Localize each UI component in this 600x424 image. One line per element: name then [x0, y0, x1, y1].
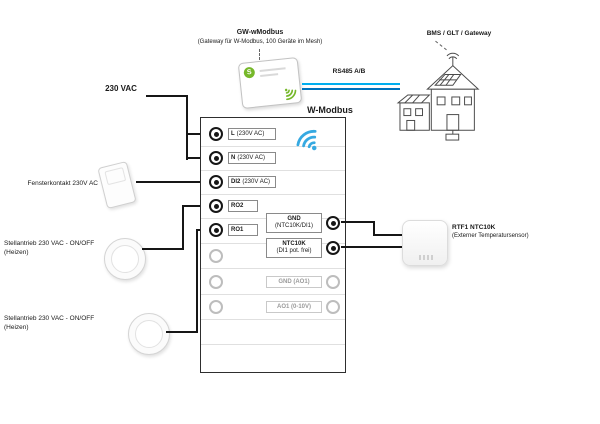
actuator1-sublabel: (Heizen): [4, 249, 29, 256]
terminal-unused: [209, 249, 223, 263]
rs485-line-a: [302, 83, 400, 85]
terminal-label-RO2: RO2: [228, 200, 258, 212]
terminal-RO2: [209, 199, 223, 213]
terminal-RO1: [209, 223, 223, 237]
device-face: [111, 245, 139, 273]
wire-to-DI2: [136, 181, 210, 183]
actuator2-device: [128, 313, 170, 355]
terminal-label-L: L(230V AC): [228, 128, 276, 140]
wire-actuator2: [196, 230, 198, 333]
terminal-N: [209, 151, 223, 165]
actuator1-label: Stellantrieb 230 VAC - ON/OFF: [4, 240, 95, 247]
terminal-label-N: N(230V AC): [228, 152, 276, 164]
terminal-label-DI2: DI2(230V AC): [228, 176, 276, 188]
window-contact-device: [97, 160, 137, 210]
terminal-DI2: [209, 175, 223, 189]
row-divider: [201, 319, 345, 320]
terminal-L: [209, 127, 223, 141]
bms-label: BMS / GLT / Gateway: [426, 30, 492, 37]
terminal-unused: [209, 275, 223, 289]
supply-label: 230 VAC: [105, 84, 137, 93]
wifi-icon: [286, 118, 331, 163]
wire-to-N: [186, 157, 212, 159]
temp-sensor-device: [402, 220, 448, 266]
device-face: [104, 167, 127, 186]
device-print-line: [259, 67, 286, 73]
gateway-device: S: [237, 56, 303, 110]
window-contact-label: Fensterkontakt 230V AC: [27, 180, 98, 187]
row-divider: [201, 294, 345, 295]
wire-to-RO2: [182, 205, 212, 207]
rf-signal-icon: [278, 81, 303, 106]
wire-gnd-sensor: [373, 221, 375, 236]
wire-actuator1: [182, 206, 184, 250]
device-face: [135, 320, 163, 348]
vent-slot: [431, 255, 433, 260]
wire-actuator2: [166, 331, 198, 333]
actuator1-device: [104, 238, 146, 280]
terminal-GND: [326, 216, 340, 230]
wire-gnd-sensor: [373, 234, 403, 236]
wire-to-L: [186, 133, 212, 135]
terminal-label-GND: GND(NTC10K/DI1): [266, 213, 322, 233]
row-divider: [201, 194, 345, 195]
terminal-label-GND-AO1: GND (AO1): [266, 276, 322, 288]
supply-wire: [186, 95, 188, 160]
wire-gnd-sensor: [341, 221, 375, 223]
row-divider: [201, 146, 345, 147]
row-divider: [201, 170, 345, 171]
vent-slot: [427, 255, 429, 260]
supply-wire: [146, 95, 188, 97]
terminal-label-RO1: RO1: [228, 224, 258, 236]
actuator2-label: Stellantrieb 230 VAC - ON/OFF: [4, 315, 95, 322]
temp-sensor-title: RTF1 NTC10K: [452, 224, 496, 231]
bms-pointer-line: [435, 40, 447, 51]
row-divider: [201, 268, 345, 269]
row-divider: [201, 344, 345, 345]
wire-ntc-sensor: [341, 246, 403, 248]
terminal-AO1: [326, 300, 340, 314]
gateway-pointer-line: [259, 49, 260, 60]
brand-logo: S: [243, 66, 256, 79]
wmodbus-label: W-Modbus: [307, 105, 353, 115]
actuator2-sublabel: (Heizen): [4, 324, 29, 331]
vent-slot: [423, 255, 425, 260]
terminal-label-AO1: AO1 (0-10V): [266, 301, 322, 313]
gateway-subtitle: (Gateway für W-Modbus, 100 Geräte im Mes…: [197, 39, 323, 45]
rs485-line-b: [302, 88, 400, 90]
temp-sensor-subtitle: (Externer Temperatursensor): [452, 233, 529, 239]
rs485-label: RS485 A/B: [332, 68, 366, 75]
terminal-NTC10K: [326, 241, 340, 255]
building-icon: [392, 50, 498, 142]
wire-actuator1: [142, 248, 184, 250]
terminal-unused: [209, 300, 223, 314]
vent-slot: [419, 255, 421, 260]
gateway-title: GW-wModbus: [236, 29, 284, 36]
terminal-label-NTC10K: NTC10K(DI1 pot. frei): [266, 238, 322, 258]
device-print-line: [260, 73, 279, 77]
terminal-GND-AO1: [326, 275, 340, 289]
